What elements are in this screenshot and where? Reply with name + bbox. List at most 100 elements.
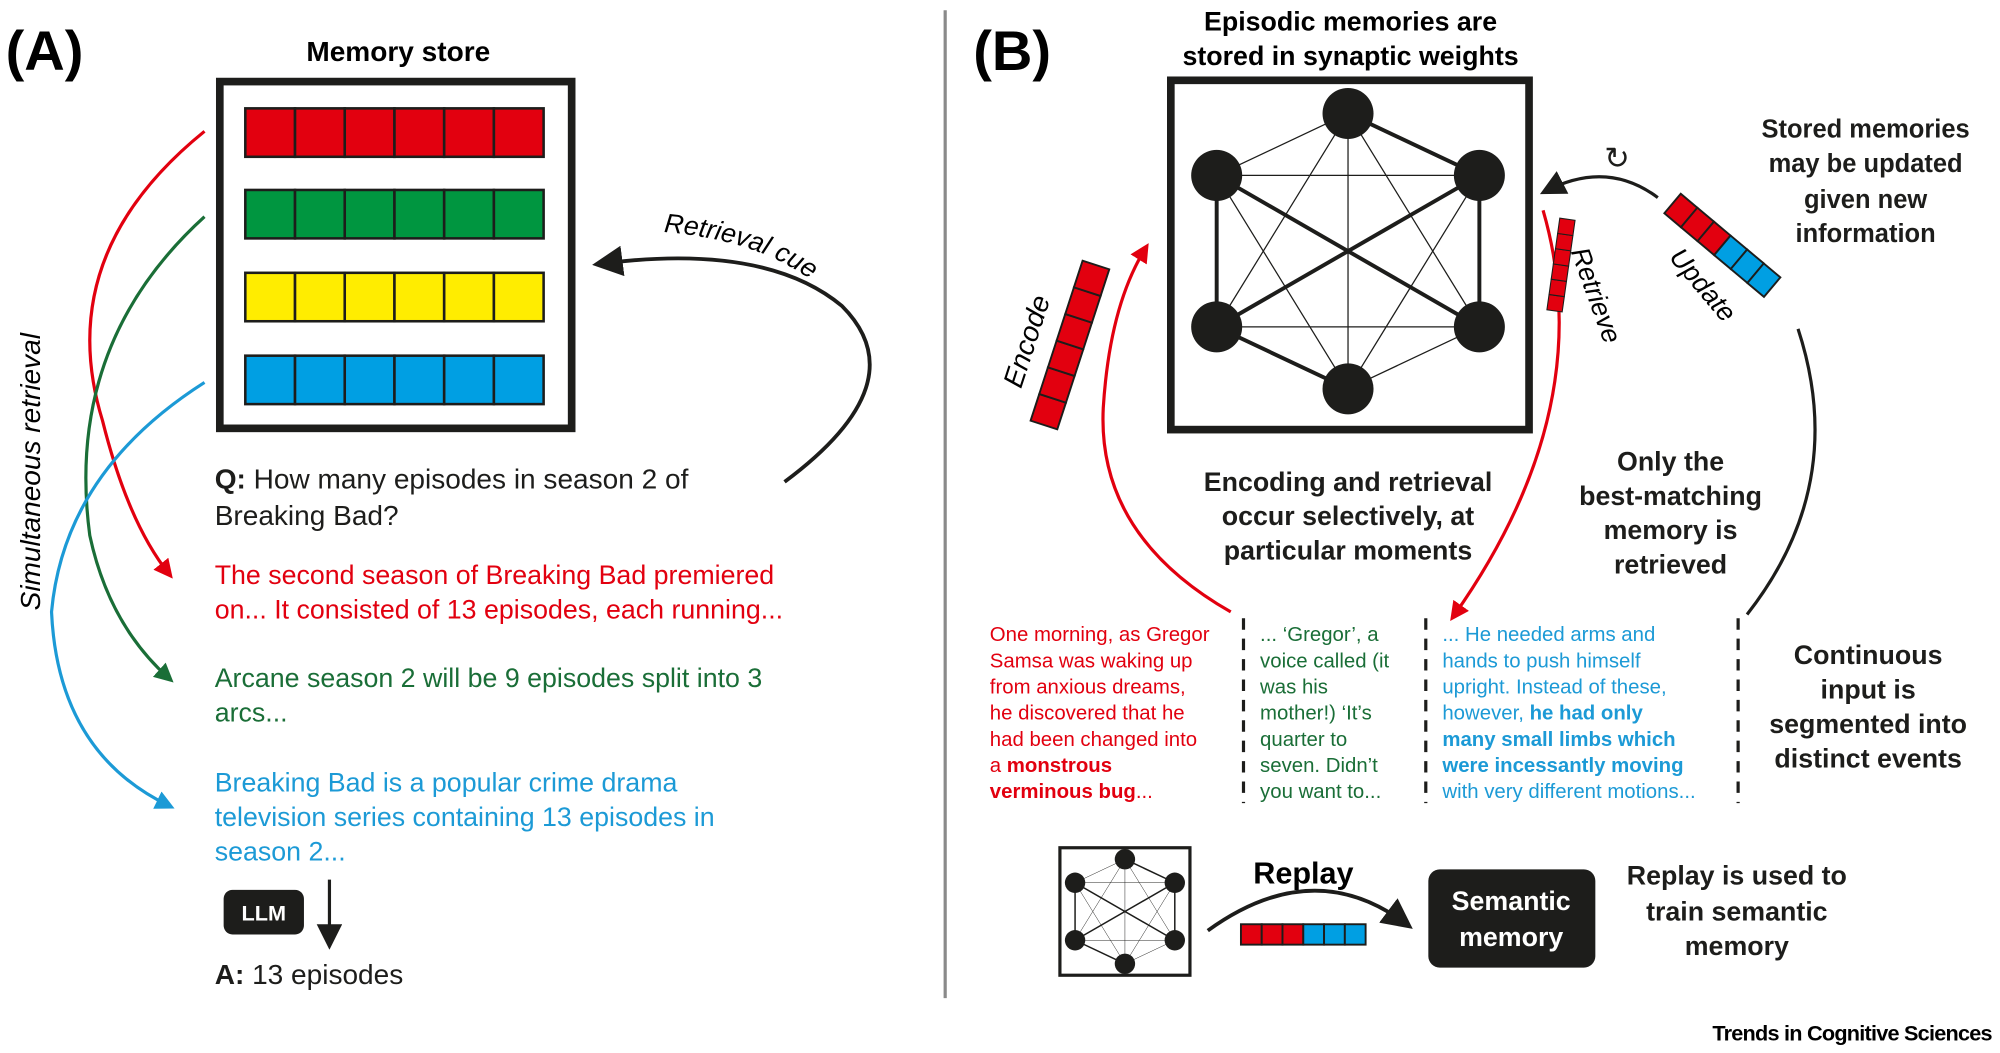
result-blue-line: television series containing 13 episodes…	[215, 802, 715, 832]
neuron-node	[1114, 953, 1136, 974]
segment-text: had been changed into	[990, 729, 1197, 751]
encode-arrow	[1101, 243, 1232, 614]
memory-cell	[492, 354, 545, 406]
segment-line: he discovered that he	[990, 703, 1185, 725]
llm-box	[223, 889, 304, 935]
memory-cell	[442, 107, 496, 159]
synapse-edge	[1216, 175, 1349, 390]
replay-note: Replay is used to train semantic memory	[1627, 861, 1847, 961]
segment-text: ... He needed arms and	[1442, 624, 1655, 646]
llm-label: LLM	[242, 900, 287, 925]
segment-text: voice called (it	[1260, 650, 1389, 672]
memory-cell	[1548, 278, 1568, 298]
memory-cell	[293, 107, 347, 159]
update-memory-bar	[1663, 192, 1782, 299]
memory-cell	[244, 188, 297, 240]
continuous-note-line: distinct events	[1774, 743, 1961, 773]
segment-line: upright. Instead of these,	[1442, 677, 1666, 699]
synapse-edge	[1074, 882, 1176, 941]
semantic-memory-line: memory	[1459, 922, 1563, 952]
segment-text: were incessantly moving	[1441, 755, 1683, 777]
synapse-edge	[1124, 859, 1175, 941]
synapse-edge	[1074, 859, 1126, 941]
green-retrieval-arrow	[84, 215, 206, 683]
memory-cell	[1239, 923, 1263, 946]
continuous-note-line: input is	[1821, 675, 1916, 705]
memory-cell	[1302, 923, 1326, 946]
memory-cell	[442, 354, 496, 406]
best-match-line: memory is	[1604, 515, 1738, 545]
stored-note-line: given new	[1804, 186, 1927, 214]
neuron-node	[1322, 87, 1374, 139]
neuron-node	[1453, 149, 1505, 201]
memory-cell	[343, 271, 396, 323]
memory-cell	[442, 271, 496, 323]
synapse-edge	[1347, 175, 1480, 390]
panel-a: (A) Memory store Retrieval cue Simultane…	[6, 19, 872, 990]
continuous-input-note: Continuous input is segmented into disti…	[1769, 640, 1967, 773]
journal-name: Trends in Cognitive Sciences	[1712, 1020, 1992, 1045]
segment-line: One morning, as Gregor	[990, 624, 1210, 646]
segment-text: verminous bug	[990, 781, 1136, 803]
answer-prefix: A:	[215, 959, 245, 990]
segment-text: however,	[1442, 703, 1529, 725]
memory-cell	[442, 188, 496, 240]
segment-text: upright. Instead of these,	[1442, 677, 1666, 699]
network-title-line: Episodic memories are	[1204, 7, 1497, 37]
result-blue-line: season 2...	[215, 837, 346, 867]
best-match-line: retrieved	[1614, 550, 1727, 580]
synapse-edge	[1124, 882, 1175, 964]
segment-text: ... ‘Gregor’, a	[1260, 624, 1379, 646]
segment-text: many small limbs which	[1442, 729, 1675, 751]
result-red-line: The second season of Breaking Bad premie…	[215, 560, 774, 590]
memory-cell	[492, 107, 545, 159]
update-arrow	[1539, 171, 1659, 199]
neuron-node	[1064, 872, 1086, 893]
question-text: How many episodes in season 2 of	[246, 463, 689, 494]
result-blue-line: Breaking Bad is a popular crime drama	[215, 768, 678, 798]
segment-text: from anxious dreams,	[990, 677, 1186, 699]
continuous-input-arc	[1745, 328, 1817, 616]
network-title-line: stored in synaptic weights	[1183, 41, 1519, 71]
synapse-edge	[1347, 113, 1480, 328]
memory-store-box	[215, 77, 576, 433]
segment-line: many small limbs which	[1442, 729, 1675, 751]
result-red-line: on... It consisted of 13 episodes, each …	[215, 594, 783, 624]
stored-memories-note: Stored memories may be updated given new…	[1762, 116, 1970, 249]
segment-boundaries	[1241, 618, 1740, 804]
best-match-line: best-matching	[1579, 481, 1762, 511]
continuous-note-line: Continuous	[1794, 640, 1943, 670]
segment-text: with very different motions...	[1441, 781, 1695, 803]
neuron-node	[1164, 872, 1185, 893]
memory-cell	[393, 188, 446, 240]
neuron-node	[1453, 301, 1505, 353]
memory-cell	[393, 107, 446, 159]
memory-cell	[244, 271, 297, 323]
retrieve-memory-bar	[1546, 217, 1576, 313]
segment-line: from anxious dreams,	[990, 677, 1186, 699]
panel-b-label: (B)	[973, 19, 1051, 82]
retrieval-cue-text: Retrieval cue	[663, 208, 824, 284]
memory-cell	[1550, 263, 1570, 282]
segment-text: hands to push himself	[1442, 650, 1641, 672]
replay-arrow	[1206, 888, 1413, 933]
neuron-node	[1191, 301, 1243, 353]
memory-cell	[492, 271, 545, 323]
segment-text: Samsa was waking up	[990, 650, 1193, 672]
segment-line: Samsa was waking up	[990, 650, 1193, 672]
segment-line: was his	[1259, 677, 1328, 699]
result-green-line: arcs...	[215, 698, 288, 728]
synapse-edge	[1216, 113, 1349, 328]
replay-note-line: memory	[1685, 931, 1789, 961]
segment-text: One morning, as Gregor	[990, 624, 1210, 646]
encode-memory-bar	[1029, 259, 1111, 431]
segment-line: seven. Didn’t	[1260, 755, 1378, 777]
segment-text: he discovered that he	[990, 703, 1185, 725]
replay-note-line: train semantic	[1646, 896, 1828, 926]
small-network-box	[1058, 846, 1192, 977]
segment-text: you want to...	[1260, 781, 1381, 803]
memory-store-title: Memory store	[306, 36, 490, 67]
question-line-1: Q: How many episodes in season 2 of	[215, 463, 689, 494]
memory-cell	[244, 354, 297, 406]
